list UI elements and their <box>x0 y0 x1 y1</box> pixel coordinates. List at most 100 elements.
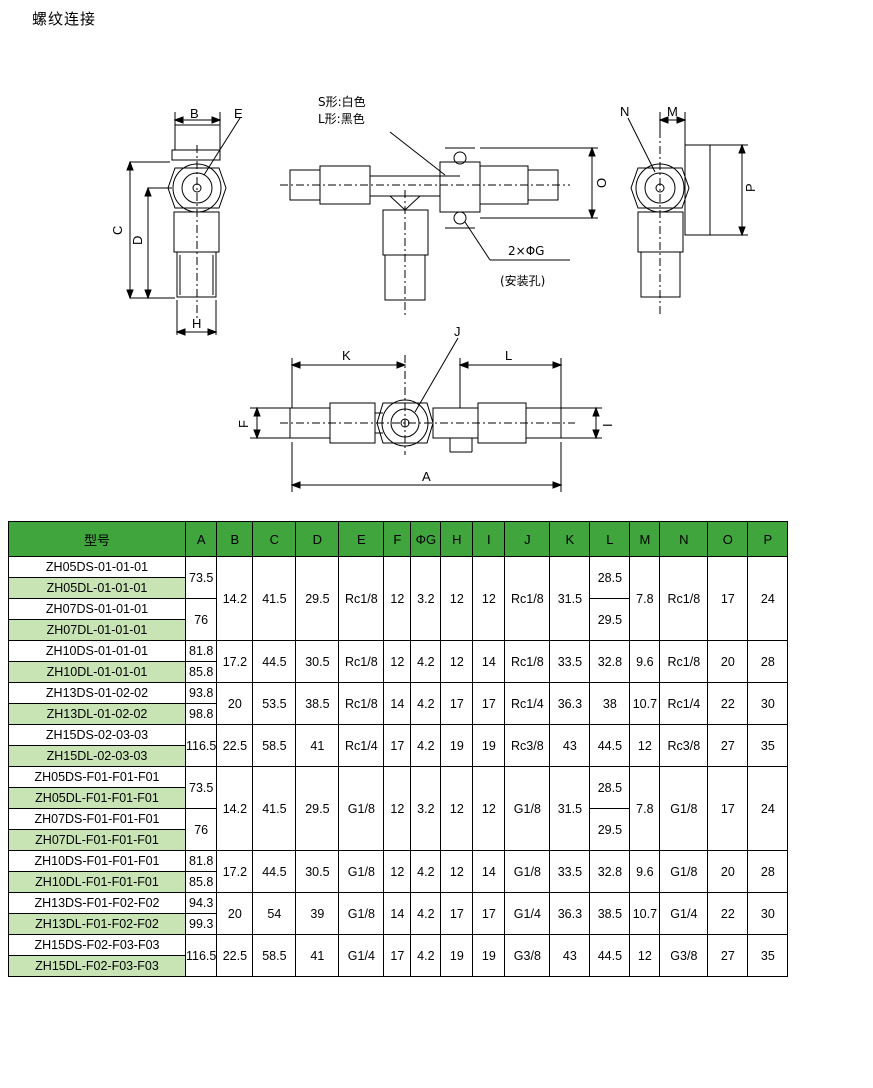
cell-d: 41 <box>295 724 340 767</box>
cell-k: 33.5 <box>549 850 591 893</box>
cell-c: 53.5 <box>252 682 297 725</box>
cell-m: 9.6 <box>629 850 661 893</box>
cell-c: 41.5 <box>252 556 297 641</box>
cell-e: Rc1/8 <box>338 682 385 725</box>
header-cell: I <box>472 521 506 557</box>
cell-p: 24 <box>747 556 789 641</box>
model-cell: ZH07DS-F01-F01-F01 <box>8 808 186 830</box>
cell-e: Rc1/8 <box>338 556 385 641</box>
model-cell: ZH10DS-F01-F01-F01 <box>8 850 186 872</box>
cell-i: 14 <box>472 850 506 893</box>
model-cell: ZH05DS-F01-F01-F01 <box>8 766 186 788</box>
cell-p: 24 <box>747 766 789 851</box>
cell-n: G3/8 <box>659 934 709 977</box>
label-a: A <box>422 469 431 484</box>
cell-n: G1/8 <box>659 766 709 851</box>
cell-j: Rc1/8 <box>504 556 551 641</box>
cell-c: 41.5 <box>252 766 297 851</box>
cell-e: G1/4 <box>338 934 385 977</box>
cell-j: G3/8 <box>504 934 551 977</box>
model-cell: ZH07DL-F01-F01-F01 <box>8 829 186 851</box>
model-cell: ZH15DS-F02-F03-F03 <box>8 934 186 956</box>
header-cell: H <box>440 521 474 557</box>
cell-p: 28 <box>747 850 789 893</box>
cell-l: 38 <box>589 682 631 725</box>
cell-j: Rc1/4 <box>504 682 551 725</box>
label-h: H <box>192 316 201 331</box>
cell-a: 76 <box>184 598 218 641</box>
cell-g: 3.2 <box>410 766 442 851</box>
cell-l: 32.8 <box>589 850 631 893</box>
header-cell: N <box>659 521 709 557</box>
cell-l: 32.8 <box>589 640 631 683</box>
page-title: 螺纹连接 <box>32 10 97 28</box>
header-cell: D <box>295 521 340 557</box>
cell-b: 22.5 <box>216 934 254 977</box>
cell-i: 12 <box>472 766 506 851</box>
cell-a: 73.5 <box>184 766 218 809</box>
model-cell: ZH13DL-01-02-02 <box>8 703 186 725</box>
cell-k: 31.5 <box>549 556 591 641</box>
cell-o: 20 <box>707 640 749 683</box>
model-cell: ZH15DL-02-03-03 <box>8 745 186 767</box>
table-row: ZH05DL-F01-F01-F01 <box>8 787 788 809</box>
cell-e: G1/8 <box>338 766 385 851</box>
dimension-drawing: B E C D H S形:白色 L形:黑色 O 2×ΦG (安装孔) N M P… <box>110 94 758 492</box>
cell-o: 17 <box>707 766 749 851</box>
model-cell: ZH10DL-F01-F01-F01 <box>8 871 186 893</box>
cell-f: 12 <box>383 766 412 851</box>
header-cell: A <box>184 521 218 557</box>
cell-f: 12 <box>383 850 412 893</box>
cell-n: Rc1/8 <box>659 640 709 683</box>
cell-m: 7.8 <box>629 556 661 641</box>
label-j: J <box>454 324 461 339</box>
model-cell: ZH05DL-01-01-01 <box>8 577 186 599</box>
cell-i: 12 <box>472 556 506 641</box>
cell-h: 12 <box>440 850 474 893</box>
cell-h: 19 <box>440 724 474 767</box>
model-cell: ZH13DS-F01-F02-F02 <box>8 892 186 914</box>
cell-g: 4.2 <box>410 640 442 683</box>
cell-f: 14 <box>383 682 412 725</box>
label-e: E <box>234 106 243 121</box>
header-cell: L <box>589 521 631 557</box>
cell-c: 54 <box>252 892 297 935</box>
cell-n: G1/4 <box>659 892 709 935</box>
cell-o: 20 <box>707 850 749 893</box>
header-cell: M <box>629 521 661 557</box>
label-k: K <box>342 348 351 363</box>
cell-k: 33.5 <box>549 640 591 683</box>
color-note-s: S形:白色 <box>318 94 366 109</box>
hole-note-sub: (安装孔) <box>500 273 545 288</box>
cell-b: 17.2 <box>216 640 254 683</box>
cell-h: 17 <box>440 682 474 725</box>
cell-d: 41 <box>295 934 340 977</box>
cell-j: Rc3/8 <box>504 724 551 767</box>
label-m: M <box>667 104 678 119</box>
cell-a: 99.3 <box>184 913 218 935</box>
header-cell: F <box>383 521 412 557</box>
cell-o: 27 <box>707 724 749 767</box>
cell-h: 19 <box>440 934 474 977</box>
cell-n: G1/8 <box>659 850 709 893</box>
cell-e: Rc1/4 <box>338 724 385 767</box>
label-f: F <box>236 420 251 428</box>
header-cell: O <box>707 521 749 557</box>
cell-h: 12 <box>440 556 474 641</box>
header-cell: J <box>504 521 551 557</box>
cell-i: 17 <box>472 682 506 725</box>
cell-a: 85.8 <box>184 871 218 893</box>
label-c: C <box>110 226 125 235</box>
cell-m: 9.6 <box>629 640 661 683</box>
header-cell: E <box>338 521 385 557</box>
cell-n: Rc1/4 <box>659 682 709 725</box>
cell-l: 29.5 <box>589 808 631 851</box>
